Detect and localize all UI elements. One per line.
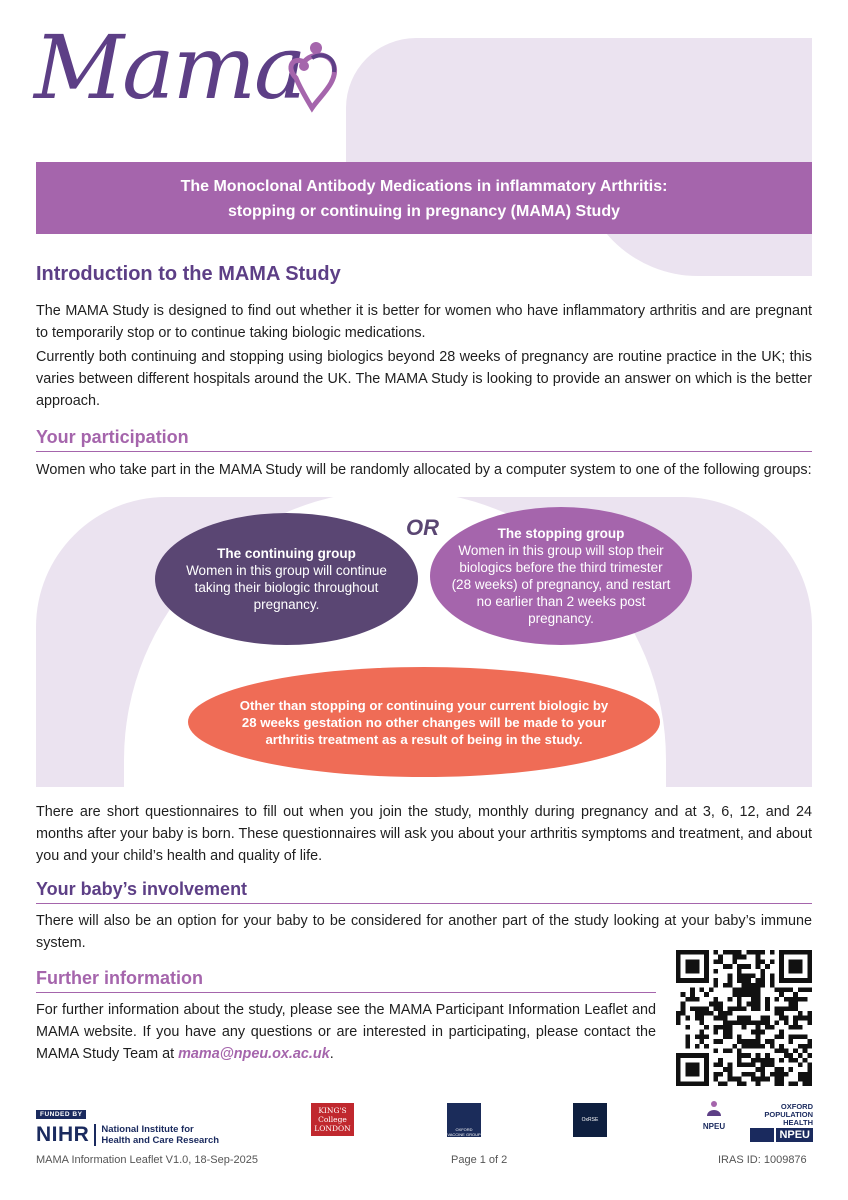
further-info-text-end: . <box>329 1046 334 1062</box>
intro-paragraph-1: The MAMA Study is designed to find out w… <box>36 303 812 341</box>
npeu-text: NPEU <box>702 1122 726 1131</box>
oph-npeu: NPEU <box>776 1128 813 1142</box>
qr-code[interactable] <box>676 950 812 1086</box>
further-info-paragraph: For further information about the study,… <box>36 999 656 1065</box>
banner-line-2: stopping or continuing in pregnancy (MAM… <box>228 203 620 220</box>
kings-line-3: LONDON <box>314 1124 351 1133</box>
npeu-logo: NPEU <box>698 1100 730 1131</box>
mama-logo: Mama <box>34 24 344 146</box>
oph-line-3: HEALTH <box>783 1118 813 1127</box>
npeu-figure-icon <box>707 1101 721 1116</box>
kings-line-2: College <box>318 1115 347 1124</box>
further-info-text: For further information about the study,… <box>36 1002 656 1062</box>
banner-line-1: The Monoclonal Antibody Medications in i… <box>180 178 668 195</box>
oxrse-logo: OxRSE <box>573 1103 607 1137</box>
kings-college-london-logo: KING'S College LONDON <box>311 1103 354 1136</box>
qr-code-image <box>676 950 812 1086</box>
or-label: OR <box>406 515 439 540</box>
kings-line-1: KING'S <box>318 1106 347 1115</box>
section-divider <box>36 451 812 452</box>
heart-mother-child-icon <box>288 42 338 113</box>
continuing-group-title: The continuing group <box>217 546 356 561</box>
oph-line-2: POPULATION <box>764 1110 813 1119</box>
nihr-acronym: NIHR <box>36 1123 90 1146</box>
stopping-group-ellipse: The stopping group Women in this group w… <box>430 507 692 645</box>
continuing-group-ellipse: The continuing group Women in this group… <box>155 513 418 645</box>
baby-heading: Your baby’s involvement <box>36 879 248 899</box>
participation-heading: Your participation <box>36 427 189 447</box>
study-title-banner: The Monoclonal Antibody Medications in i… <box>36 162 812 234</box>
section-divider <box>36 992 656 993</box>
oxford-crest-icon <box>750 1128 775 1142</box>
stopping-group-text: Women in this group will stop their biol… <box>451 543 671 626</box>
nihr-name-line-2: Health and Care Research <box>101 1135 220 1146</box>
further-info-heading: Further information <box>36 968 203 988</box>
participation-paragraph-1: Women who take part in the MAMA Study wi… <box>36 462 812 478</box>
footer-iras-id: IRAS ID: 1009876 <box>718 1154 807 1166</box>
intro-paragraph-2: Currently both continuing and stopping u… <box>36 349 812 409</box>
baby-paragraph: There will also be an option for your ba… <box>36 913 812 951</box>
treatment-note-text: Other than stopping or continuing your c… <box>239 697 609 747</box>
oxford-vaccine-group-logo: OXFORD VACCINE GROUP <box>447 1103 481 1137</box>
nihr-funded-by: FUNDED BY <box>36 1110 87 1119</box>
contact-email-link[interactable]: mama@npeu.ox.ac.uk <box>178 1046 330 1062</box>
section-divider <box>36 903 812 904</box>
footer-version: MAMA Information Leaflet V1.0, 18-Sep-20… <box>36 1154 258 1166</box>
footer-page-number: Page 1 of 2 <box>451 1154 508 1166</box>
questionnaire-paragraph: There are short questionnaires to fill o… <box>36 804 812 864</box>
stopping-group-title: The stopping group <box>497 526 625 541</box>
oph-line-1: OXFORD <box>780 1102 813 1111</box>
intro-heading: Introduction to the MAMA Study <box>36 263 341 285</box>
treatment-note-ellipse: Other than stopping or continuing your c… <box>188 667 660 777</box>
ovg-text: OXFORD VACCINE GROUP <box>447 1127 481 1137</box>
nihr-name-line-1: National Institute for <box>101 1124 194 1135</box>
header-decoration <box>346 38 812 162</box>
oxrse-text: OxRSE <box>581 1117 599 1123</box>
logo-wordmark: Mama <box>34 16 306 119</box>
continuing-group-text: Women in this group will continue taking… <box>186 563 387 612</box>
